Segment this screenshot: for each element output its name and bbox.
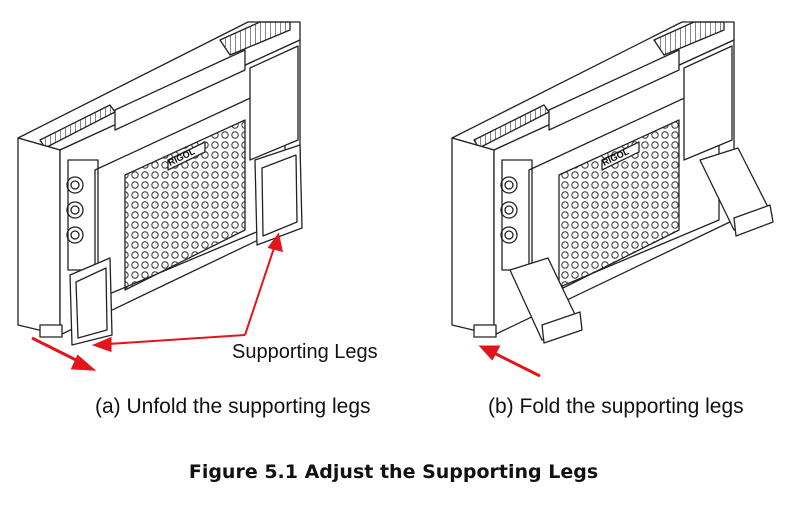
panel-b-illustration: RIGOL (451, 21, 774, 378)
figure-caption: Figure 5.1 Adjust the Supporting Legs (188, 461, 599, 483)
instrument-body (451, 21, 774, 344)
instrument-body (17, 21, 303, 346)
figure-area: RIGOL (17, 21, 774, 418)
panel-a-caption: (a) Unfold the supporting legs (95, 395, 371, 418)
arrow-icon (31, 232, 283, 371)
panel-a-illustration: RIGOL (17, 21, 303, 371)
arrow-icon (478, 345, 541, 378)
panel-b-caption: (b) Fold the supporting legs (488, 395, 744, 418)
callout-label: Supporting Legs (232, 341, 378, 363)
